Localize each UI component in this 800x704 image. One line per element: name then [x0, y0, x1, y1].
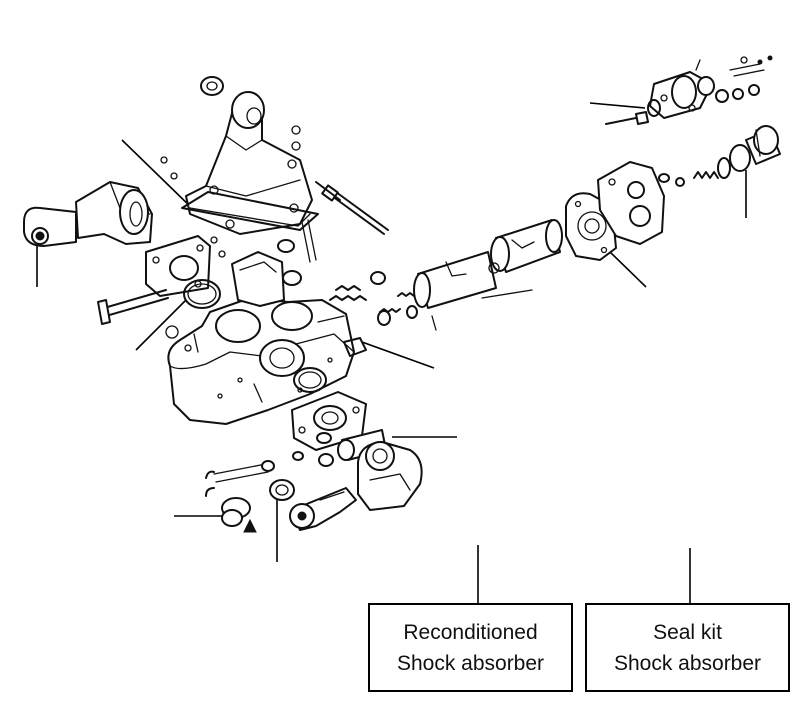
leader-line-main-body	[361, 341, 435, 369]
valve-parts	[317, 219, 563, 357]
main-body	[165, 239, 355, 425]
mounting-bracket	[160, 76, 389, 263]
leader-line-valve-body	[609, 251, 647, 288]
seal-kit-label-line1: Seal kit	[653, 620, 722, 644]
leader-line-mount-gasket	[121, 139, 197, 213]
reconditioned-label-line1: Reconditioned	[403, 620, 538, 644]
valve-body	[565, 125, 781, 261]
leader-lines	[36, 102, 747, 603]
leader-line-top-valve	[589, 102, 646, 109]
top-valve-assembly	[605, 55, 773, 125]
left-arm	[23, 181, 153, 247]
reconditioned-label-line2: Shock absorber	[396, 651, 545, 675]
bottom-link	[205, 460, 357, 533]
side-cover	[97, 235, 226, 325]
lower-arm	[291, 391, 423, 511]
seal-kit-label-line2: Shock absorber	[613, 651, 762, 675]
seal-kit-shock-absorber-label[interactable]: Seal kit Shock absorber	[585, 603, 790, 692]
leader-line-o-ring	[135, 299, 187, 351]
reconditioned-shock-absorber-label[interactable]: Reconditioned Shock absorber	[368, 603, 573, 692]
